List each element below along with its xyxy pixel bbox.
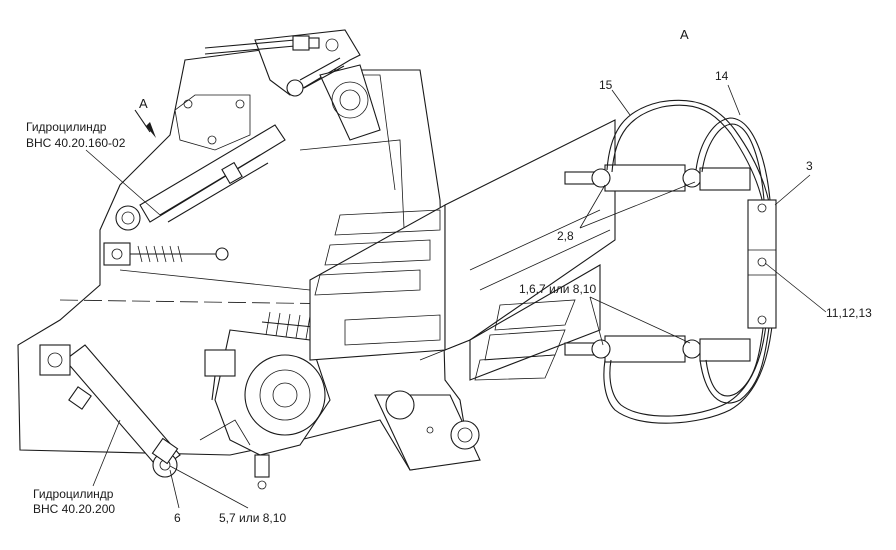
cylinder-bottom-label-line2: ВНС 40.20.200 [33, 502, 115, 516]
position-2-8: 2,8 [557, 229, 574, 243]
view-arrow-a [134, 109, 156, 138]
position-6: 6 [174, 511, 181, 525]
top-hose [204, 35, 320, 55]
tie-rod-spring [103, 242, 229, 266]
upper-lever [254, 29, 381, 141]
position-14: 14 [715, 69, 729, 83]
lower-hydraulic-cylinder [39, 344, 181, 478]
position-5-7: 5,7 или 8,10 [219, 511, 286, 525]
cylinder-top-label-line1: Гидроцилиндр [26, 120, 107, 134]
upper-hydraulic-cylinder [115, 57, 345, 231]
bracket-plates [309, 119, 616, 434]
position-11-12-13: 11,12,13 [826, 306, 872, 320]
view-letter-top: A [680, 27, 689, 42]
view-letter-arrow: A [139, 96, 148, 111]
hose-circuit [564, 99, 777, 424]
cylinder-bottom-label-line1: Гидроцилиндр [33, 487, 114, 501]
rotary-hub [199, 329, 331, 490]
vertical-post [374, 390, 481, 471]
position-1-6-7: 1,6,7 или 8,10 [519, 282, 596, 296]
cylinder-top-label-line2: ВНС 40.20.160-02 [26, 136, 126, 150]
position-15: 15 [599, 78, 613, 92]
leader-lines [85, 84, 827, 509]
frame-body [17, 44, 471, 471]
position-3: 3 [806, 159, 813, 173]
